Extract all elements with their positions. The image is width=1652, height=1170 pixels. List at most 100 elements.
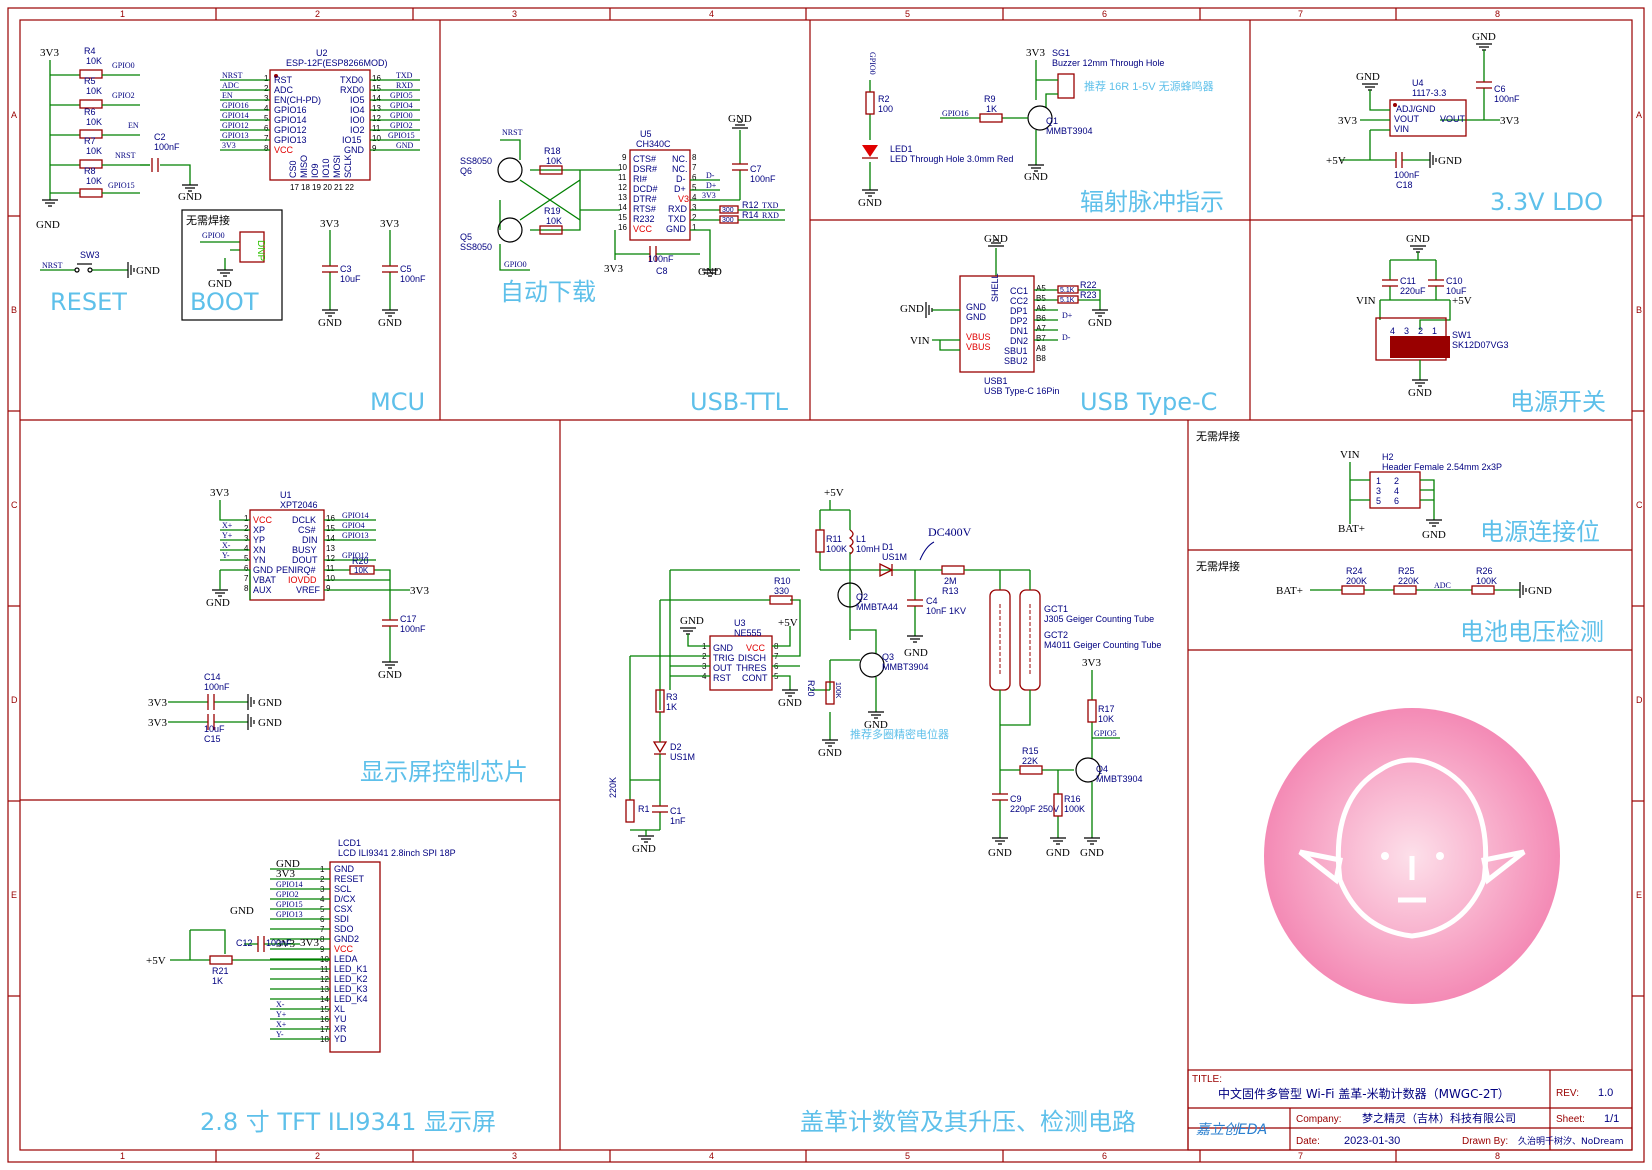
- svg-text:3V3: 3V3: [410, 585, 429, 597]
- svg-text:R10: R10: [774, 576, 791, 586]
- svg-text:10K: 10K: [354, 566, 369, 575]
- svg-text:15: 15: [372, 84, 381, 93]
- svg-text:220K: 220K: [1398, 576, 1419, 586]
- svg-text:E: E: [1636, 890, 1642, 900]
- svg-text:R20: R20: [352, 556, 369, 566]
- svg-text:10: 10: [618, 163, 627, 172]
- svg-text:220pF 250V: 220pF 250V: [1010, 804, 1059, 814]
- svg-text:D1: D1: [882, 542, 894, 552]
- svg-text:100nF: 100nF: [1394, 170, 1420, 180]
- svg-text:GND: GND: [344, 145, 365, 155]
- svg-text:100: 100: [878, 104, 893, 114]
- svg-text:GND: GND: [1472, 31, 1496, 43]
- svg-text:3V3: 3V3: [1026, 47, 1045, 59]
- svg-text:100K: 100K: [1476, 576, 1497, 586]
- svg-text:E: E: [11, 890, 17, 900]
- ch340c-chip: [629, 149, 691, 241]
- svg-text:1nF: 1nF: [670, 816, 686, 826]
- section-title-boot: BOOT: [190, 288, 259, 316]
- svg-text:1.0: 1.0: [1598, 1087, 1613, 1099]
- svg-text:DN2: DN2: [1010, 336, 1028, 346]
- svg-text:C17: C17: [400, 614, 417, 624]
- svg-text:ADC: ADC: [274, 85, 294, 95]
- svg-text:VCC: VCC: [253, 515, 273, 525]
- svg-text:4: 4: [264, 104, 269, 113]
- section-title-display-ctrl: 显示屏控制芯片: [360, 758, 528, 786]
- svg-text:R21: R21: [212, 966, 229, 976]
- svg-text:C18: C18: [1396, 180, 1413, 190]
- svg-text:U5: U5: [640, 129, 652, 139]
- section-title-reset: RESET: [50, 288, 127, 316]
- svg-text:D2: D2: [670, 742, 682, 752]
- esp-right-pins: TXD0 RXD0 IO5 IO4 IO0 IO2 IO15 GND 16 15…: [340, 71, 420, 155]
- svg-text:ESP-12F(ESP8266MOD): ESP-12F(ESP8266MOD): [286, 58, 388, 68]
- svg-text:B7: B7: [1036, 334, 1046, 343]
- svg-text:8: 8: [1495, 1151, 1500, 1161]
- svg-text:1: 1: [120, 9, 125, 19]
- section-title-ldo: 3.3V LDO: [1490, 188, 1603, 216]
- svg-text:12: 12: [372, 114, 381, 123]
- svg-text:MMBTA44: MMBTA44: [856, 602, 898, 612]
- svg-text:3V3: 3V3: [300, 937, 319, 949]
- svg-text:NRST: NRST: [115, 151, 136, 160]
- svg-text:2: 2: [315, 9, 320, 19]
- svg-text:R15: R15: [1022, 746, 1039, 756]
- svg-text:CTS#: CTS#: [633, 154, 656, 164]
- svg-text:1K: 1K: [666, 702, 677, 712]
- svg-text:LCD ILI9341 2.8inch SPI 18P: LCD ILI9341 2.8inch SPI 18P: [338, 848, 456, 858]
- svg-text:R17: R17: [1098, 704, 1115, 714]
- section-dividers: [20, 20, 1632, 1150]
- svg-text:3V3: 3V3: [1500, 115, 1519, 127]
- svg-text:9: 9: [372, 144, 377, 153]
- svg-text:VBAT: VBAT: [253, 575, 276, 585]
- svg-text:GND: GND: [778, 697, 802, 709]
- svg-text:C2: C2: [154, 132, 166, 142]
- section-title-auto-download: 自动下载: [500, 278, 596, 306]
- svg-text:GND: GND: [1356, 71, 1380, 83]
- svg-text:BAT+: BAT+: [1338, 523, 1365, 535]
- svg-text:GPIO13: GPIO13: [222, 131, 249, 140]
- svg-text:GPIO16: GPIO16: [222, 101, 249, 110]
- lcd-pin-label: SDI: [334, 914, 349, 924]
- svg-text:330: 330: [774, 586, 789, 596]
- svg-text:14: 14: [372, 94, 381, 103]
- svg-text:L1: L1: [856, 534, 866, 544]
- svg-text:10K: 10K: [546, 156, 562, 166]
- svg-text:21: 21: [334, 183, 343, 192]
- svg-text:RST: RST: [713, 673, 732, 683]
- battery-block: 无需焊接 BAT+ R24 200K R25 220K R26 100K ADC…: [1196, 559, 1552, 598]
- svg-text:C7: C7: [750, 164, 762, 174]
- svg-text:ADC: ADC: [222, 81, 239, 90]
- svg-text:R14: R14: [742, 210, 759, 220]
- svg-text:+5V: +5V: [1452, 295, 1472, 307]
- svg-text:A7: A7: [1036, 324, 1046, 333]
- svg-text:MMBT3904: MMBT3904: [1096, 774, 1143, 784]
- svg-text:16: 16: [618, 223, 627, 232]
- svg-text:X+: X+: [222, 521, 233, 530]
- svg-text:SS8050: SS8050: [460, 156, 492, 166]
- svg-text:220uF: 220uF: [1400, 286, 1426, 296]
- svg-text:100nF: 100nF: [1494, 94, 1520, 104]
- svg-text:SK12D07VG3: SK12D07VG3: [1452, 340, 1509, 350]
- svg-text:GND: GND: [680, 615, 704, 627]
- lcd-pin-label: LED_K2: [334, 974, 368, 984]
- svg-text:11: 11: [618, 173, 627, 182]
- svg-text:10: 10: [372, 134, 381, 143]
- svg-text:VBUS: VBUS: [966, 342, 991, 352]
- svg-text:IO2: IO2: [350, 125, 365, 135]
- svg-text:D: D: [1636, 695, 1643, 705]
- svg-text:GND: GND: [1088, 317, 1112, 329]
- lcd-pin-label: LEDA: [334, 954, 358, 964]
- svg-text:GND: GND: [1438, 155, 1462, 167]
- svg-text:100K: 100K: [834, 682, 841, 699]
- svg-text:TXD: TXD: [762, 201, 779, 210]
- svg-text:R9: R9: [984, 94, 996, 104]
- svg-text:TRIG: TRIG: [713, 653, 735, 663]
- svg-text:R19: R19: [544, 206, 561, 216]
- usb-c-connector: [959, 275, 1035, 373]
- svg-text:V3: V3: [678, 194, 689, 204]
- svg-text:梦之精灵（吉林）科技有限公司: 梦之精灵（吉林）科技有限公司: [1362, 1111, 1516, 1125]
- svg-text:IO0: IO0: [350, 115, 365, 125]
- svg-text:100nF: 100nF: [266, 938, 292, 948]
- svg-text:R22: R22: [1080, 280, 1097, 290]
